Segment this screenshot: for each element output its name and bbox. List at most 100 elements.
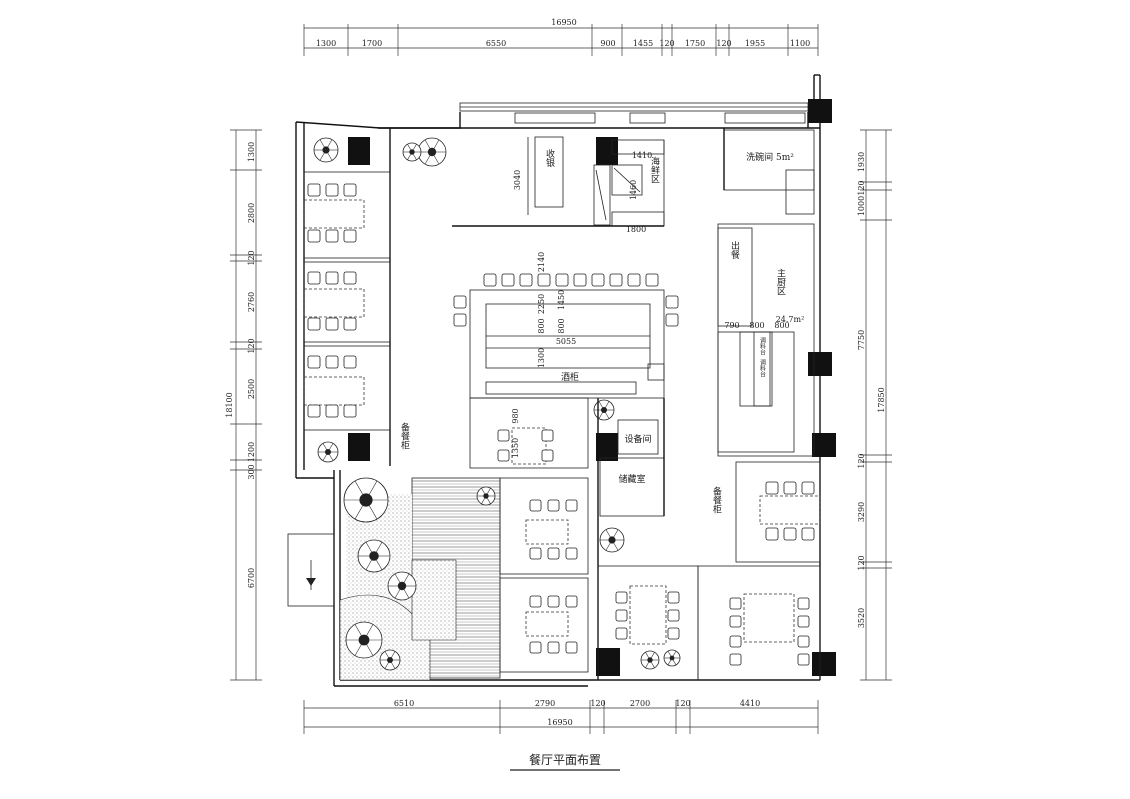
left-dim: 300 <box>247 464 256 479</box>
plant-icon <box>313 137 339 163</box>
garden <box>287 477 501 681</box>
bottom-dim: 120 <box>675 699 690 708</box>
right-dining-rooms: 备餐柜 <box>597 461 821 681</box>
left-dim: 2760 <box>247 292 256 312</box>
chair <box>453 313 467 327</box>
column <box>808 99 832 123</box>
right-dim: 120 <box>857 555 866 570</box>
left-dim: 120 <box>247 250 256 265</box>
chair <box>325 271 339 285</box>
chair <box>547 547 560 560</box>
chair <box>729 635 742 648</box>
chair <box>729 653 742 666</box>
chair <box>667 591 680 604</box>
serving-label: 出餐 <box>729 240 740 260</box>
dishwash-label: 洗碗间 5m² <box>746 151 794 163</box>
plant-icon <box>476 486 496 506</box>
column <box>348 433 370 461</box>
chair <box>547 499 560 512</box>
chair <box>307 229 321 243</box>
plant-core <box>359 493 373 507</box>
inner-dim: 790 <box>724 321 739 330</box>
garden-side-tables <box>499 477 589 673</box>
right-dim: 3520 <box>857 608 866 628</box>
plant-icon <box>402 142 422 162</box>
chair <box>797 653 810 666</box>
inner-dim: 1800 <box>626 225 646 234</box>
chair <box>797 597 810 610</box>
chair <box>667 627 680 640</box>
bottom-dim: 2700 <box>630 699 650 708</box>
dishwash-room: 洗碗间 5m² <box>723 129 815 215</box>
inner-dim: 800 <box>557 318 566 333</box>
chair <box>325 317 339 331</box>
chair <box>307 404 321 418</box>
side-cabinet-left-label: 备餐柜 <box>399 421 410 450</box>
chair <box>547 641 560 654</box>
bottom-dim: 120 <box>590 699 605 708</box>
chair <box>529 595 542 608</box>
bar-label: 酒柜 <box>561 371 579 383</box>
right-dim: 120 <box>857 453 866 468</box>
chair <box>729 597 742 610</box>
column <box>596 648 620 676</box>
chair <box>665 313 679 327</box>
left-total-dim: 18100 <box>225 392 234 417</box>
column <box>596 137 618 165</box>
chair <box>783 527 797 541</box>
chair <box>615 591 628 604</box>
chair <box>765 481 779 495</box>
plant-icon <box>387 571 417 601</box>
right-total-dim: 17850 <box>877 387 886 412</box>
top-dim: 1700 <box>362 39 382 48</box>
chair <box>565 595 578 608</box>
side-cabinet-right-label: 备餐柜 <box>711 485 722 514</box>
plant-icon <box>357 539 391 573</box>
plant-core <box>427 147 437 157</box>
kitchen-label: 主厨区 <box>775 267 786 295</box>
chair <box>529 547 542 560</box>
inner-dim: 800 <box>774 321 789 330</box>
inner-dim: 5055 <box>556 337 576 346</box>
left-booths <box>303 171 391 431</box>
chair <box>591 273 605 287</box>
right-dimensions: 1930 120 1000 7750 17850 120 3290 120 35… <box>857 129 892 681</box>
plant-icon <box>417 137 447 167</box>
inner-dim: 1410 <box>632 151 652 160</box>
plant-icon <box>599 527 625 553</box>
chair <box>529 641 542 654</box>
bottom-dim: 4410 <box>740 699 760 708</box>
column <box>812 433 836 457</box>
structural-columns <box>348 99 836 676</box>
inner-dim: 1350 <box>511 438 520 458</box>
cashier-counter: 收银 <box>527 136 564 215</box>
plant-icon <box>640 650 660 670</box>
plant-core <box>397 581 407 591</box>
right-dim: 3290 <box>857 502 866 522</box>
top-dim: 1100 <box>790 39 810 48</box>
top-dim: 6550 <box>486 39 506 48</box>
chair <box>519 273 533 287</box>
top-dim: 1455 <box>633 39 653 48</box>
chair <box>801 481 815 495</box>
chair <box>667 609 680 622</box>
inner-dim: 800 <box>749 321 764 330</box>
left-dim: 2500 <box>247 379 256 399</box>
plant-core <box>387 657 393 663</box>
inner-dim: 1450 <box>557 290 566 310</box>
chair <box>529 499 542 512</box>
column <box>596 433 618 461</box>
bottom-dim: 2790 <box>535 699 555 708</box>
plant-core <box>601 407 607 413</box>
plant-core <box>322 146 330 154</box>
chair <box>615 609 628 622</box>
four-seat-table <box>469 397 589 469</box>
chair <box>501 273 515 287</box>
top-total-dim: 16950 <box>551 18 576 27</box>
column <box>812 652 836 676</box>
column <box>808 352 832 376</box>
top-dim: 900 <box>600 39 615 48</box>
inner-dim: 1460 <box>629 180 638 200</box>
plant-icon <box>379 649 401 671</box>
